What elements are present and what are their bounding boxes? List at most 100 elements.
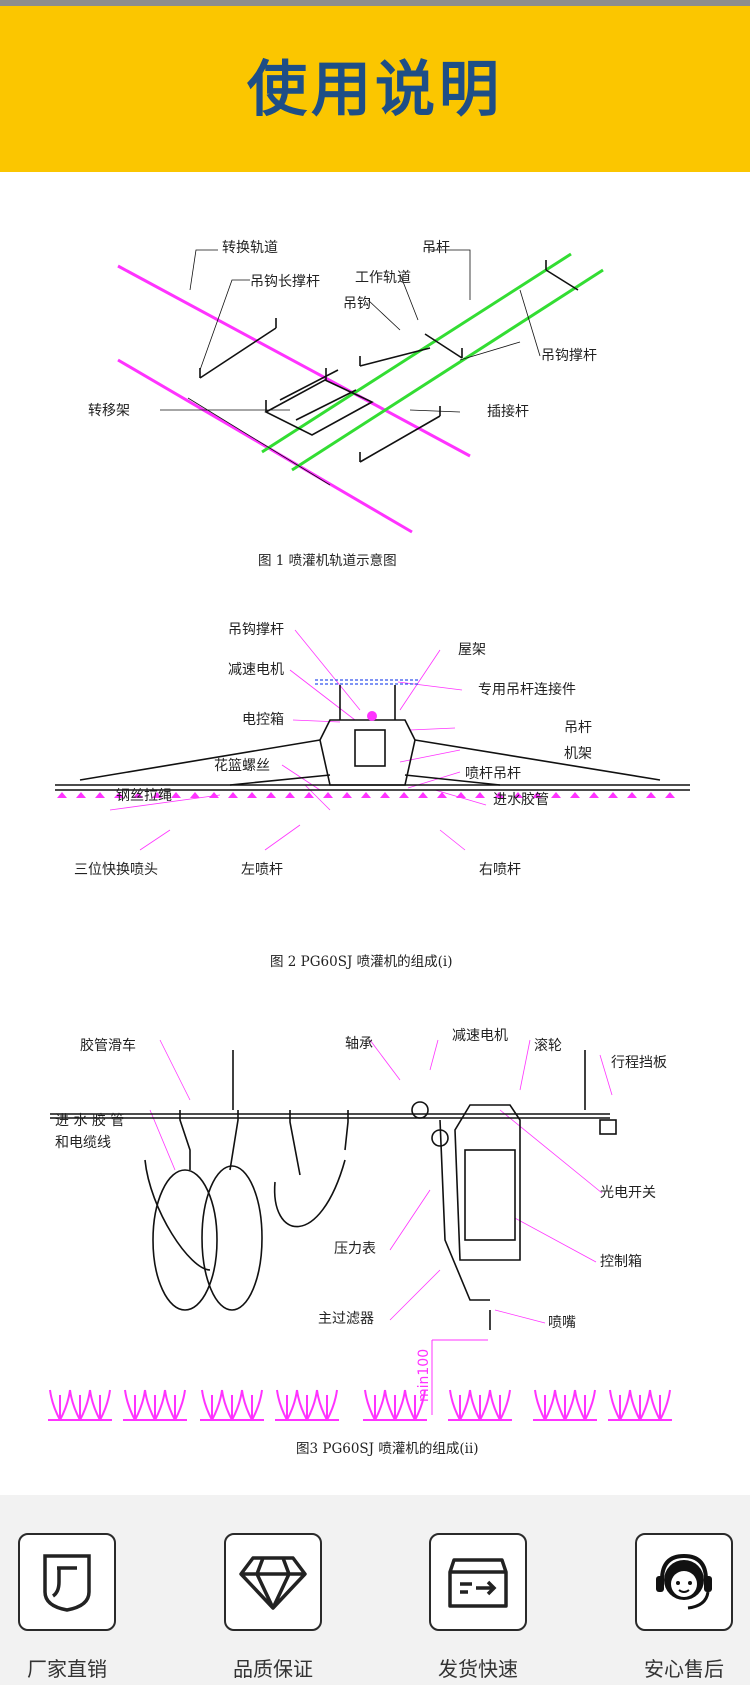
height-marker [431, 1339, 488, 1415]
crop-plant [275, 1389, 299, 1421]
spray-nozzle [209, 792, 219, 798]
factory-icon [18, 1533, 116, 1631]
work-tracks [261, 252, 604, 472]
crop-plant [315, 1389, 339, 1421]
feature-label: 品质保证 [233, 1657, 313, 1681]
feature-label: 发货快速 [438, 1657, 518, 1681]
crop-plant [200, 1389, 224, 1421]
spray-nozzle [589, 792, 599, 798]
crop-plant [468, 1389, 492, 1421]
crop-plant [68, 1389, 92, 1421]
label-hook-support: 吊钩撑杆 [541, 348, 597, 364]
label-plug-rod: 插接杆 [487, 403, 529, 420]
crop-plant [383, 1389, 407, 1421]
crop-plant [220, 1389, 244, 1421]
label-inlet-hose: 进水胶管 [493, 791, 549, 808]
crop-plant [403, 1389, 427, 1421]
label-photo-switch: 光电开关 [600, 1185, 656, 1201]
delivery-box-icon [429, 1533, 527, 1631]
roof-truss-line [315, 679, 420, 685]
spray-nozzle [399, 792, 409, 798]
label-leaders [149, 1039, 613, 1324]
spray-nozzle [57, 792, 67, 798]
spray-nozzle [475, 792, 485, 798]
header-banner: 使用说明 [0, 6, 750, 172]
page-title: 使用说明 [247, 55, 503, 125]
label-roller: 滚轮 [534, 1037, 562, 1054]
spray-nozzle [266, 792, 276, 798]
crop-plant [295, 1389, 319, 1421]
top-strip [0, 0, 750, 6]
service-footer: 厂家直销 品质保证 发货快速 [0, 1495, 750, 1685]
label-machine-frame: 机架 [564, 746, 592, 762]
spray-nozzle [342, 792, 352, 798]
label-hose-trolley: 胶管滑车 [80, 1037, 136, 1054]
spray-nozzle [494, 792, 504, 798]
label-turnbuckle: 花篮螺丝 [214, 758, 270, 774]
nozzle-row [57, 792, 675, 798]
hanger-structures [199, 260, 579, 463]
figure-3-caption: 图3 PG60SJ 喷灌机的组成(ii) [296, 1441, 479, 1457]
label-control-box: 控制箱 [600, 1254, 642, 1270]
label-reducer-motor: 减速电机 [452, 1028, 508, 1044]
spray-nozzle [437, 792, 447, 798]
spray-nozzle [665, 792, 675, 798]
label-leaders [109, 629, 487, 851]
feature-after-sales: 安心售后 [634, 1533, 734, 1682]
crop-plant [488, 1389, 512, 1421]
crop-plant [553, 1389, 577, 1421]
figure-2: 吊钩撑杆 屋架 减速电机 专用吊杆连接件 电控箱 吊杆 机架 花篮螺丝 喷杆吊杆… [0, 610, 750, 980]
label-control-box: 电控箱 [242, 712, 284, 728]
crop-plant [48, 1389, 72, 1421]
crop-plant [573, 1389, 597, 1421]
crop-plant [448, 1389, 472, 1421]
spray-nozzle [285, 792, 295, 798]
label-inlet-hose-line1: 进 水 胶 管 [55, 1112, 124, 1129]
label-roof-frame: 屋架 [458, 642, 486, 658]
label-nozzle: 喷嘴 [548, 1315, 576, 1331]
crop-plant [628, 1389, 652, 1421]
spray-nozzle [171, 792, 181, 798]
switch-tracks [117, 264, 471, 534]
spray-nozzle [76, 792, 86, 798]
label-hanger-rod: 吊杆 [422, 240, 450, 256]
label-reducer-motor: 减速电机 [228, 662, 284, 678]
label-hook-brace: 吊钩长撑杆 [250, 274, 320, 290]
figure-1-caption: 图 1 喷灌机轨道示意图 [258, 552, 397, 569]
feature-label: 厂家直销 [27, 1657, 107, 1681]
spray-nozzle [646, 792, 656, 798]
spray-nozzle [608, 792, 618, 798]
leader-lines [160, 249, 541, 486]
sprayer-body [55, 685, 690, 791]
crop-plant [163, 1389, 187, 1421]
crop-plant [143, 1389, 167, 1421]
feature-quality: 品质保证 [223, 1533, 323, 1682]
spray-nozzle [513, 792, 523, 798]
spray-nozzle [570, 792, 580, 798]
label-transfer-frame: 转移架 [88, 403, 130, 419]
spray-nozzle [247, 792, 257, 798]
feature-factory-direct: 厂家直销 [17, 1533, 117, 1682]
crop-plant [88, 1389, 112, 1421]
label-main-filter: 主过滤器 [318, 1311, 374, 1327]
spray-nozzle [152, 792, 162, 798]
crop-plant [648, 1389, 672, 1421]
customer-service-icon [635, 1533, 733, 1631]
feature-fast-delivery: 发货快速 [428, 1533, 528, 1682]
machine-drawing [50, 1050, 617, 1330]
spray-nozzle [114, 792, 124, 798]
label-three-nozzle: 三位快换喷头 [74, 861, 158, 878]
spray-nozzle [304, 792, 314, 798]
spray-nozzle [323, 792, 333, 798]
label-min-height: min100 [416, 1349, 432, 1402]
spray-nozzle [95, 792, 105, 798]
spray-nozzle [361, 792, 371, 798]
label-switch-track: 转换轨道 [222, 239, 278, 256]
figure-1: 转换轨道 吊钩长撑杆 吊杆 工作轨道 吊钩 吊钩撑杆 转移架 插接杆 图 1 喷… [0, 230, 750, 590]
spray-nozzle [380, 792, 390, 798]
crop-row [48, 1389, 672, 1421]
label-boom-hanger: 喷杆吊杆 [465, 766, 521, 782]
crop-plant [608, 1389, 632, 1421]
spray-nozzle [551, 792, 561, 798]
spray-nozzle [627, 792, 637, 798]
